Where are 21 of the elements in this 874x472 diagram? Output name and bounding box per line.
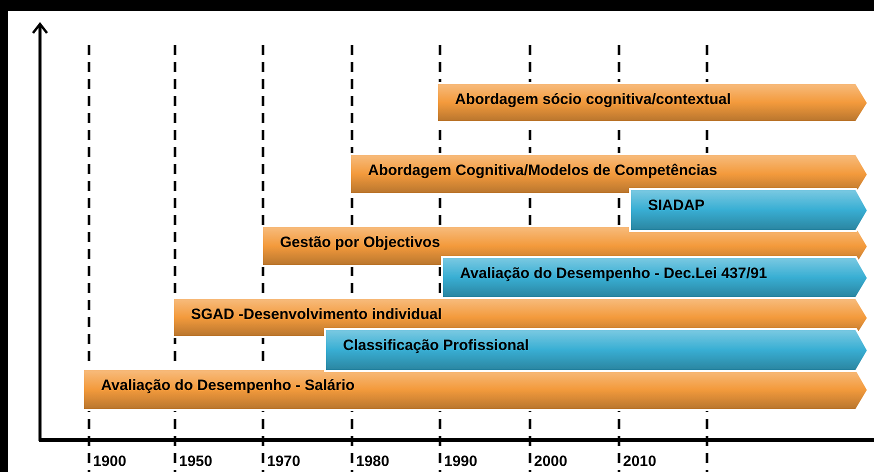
timeline-band xyxy=(83,368,870,412)
band-label: Avaliação do Desempenho - Dec.Lei 437/91 xyxy=(460,265,768,283)
timeline-band xyxy=(325,328,870,373)
band-label: SIADAP xyxy=(648,197,705,215)
year-label: 1980 xyxy=(356,453,390,471)
band-label: Avaliação do Desempenho - Salário xyxy=(101,377,355,395)
band-label: Abordagem sócio cognitiva/contextual xyxy=(455,91,731,109)
year-label: 1950 xyxy=(179,453,212,471)
year-label: 2010 xyxy=(623,453,656,471)
timeline-band xyxy=(437,82,870,124)
timeline-band xyxy=(350,153,870,196)
year-label: 1990 xyxy=(444,453,478,471)
timeline-band xyxy=(442,256,870,300)
year-label: 1900 xyxy=(93,453,126,471)
band-label: Gestão por Objectivos xyxy=(280,234,440,252)
year-label: 2000 xyxy=(534,453,568,471)
year-label: 1970 xyxy=(267,453,300,471)
timeline-band xyxy=(630,188,870,233)
band-label: Classificação Profissional xyxy=(343,337,529,355)
band-label: Abordagem Cognitiva/Modelos de Competências xyxy=(368,162,718,180)
band-label: SGAD -Desenvolvimento individual xyxy=(191,306,442,324)
